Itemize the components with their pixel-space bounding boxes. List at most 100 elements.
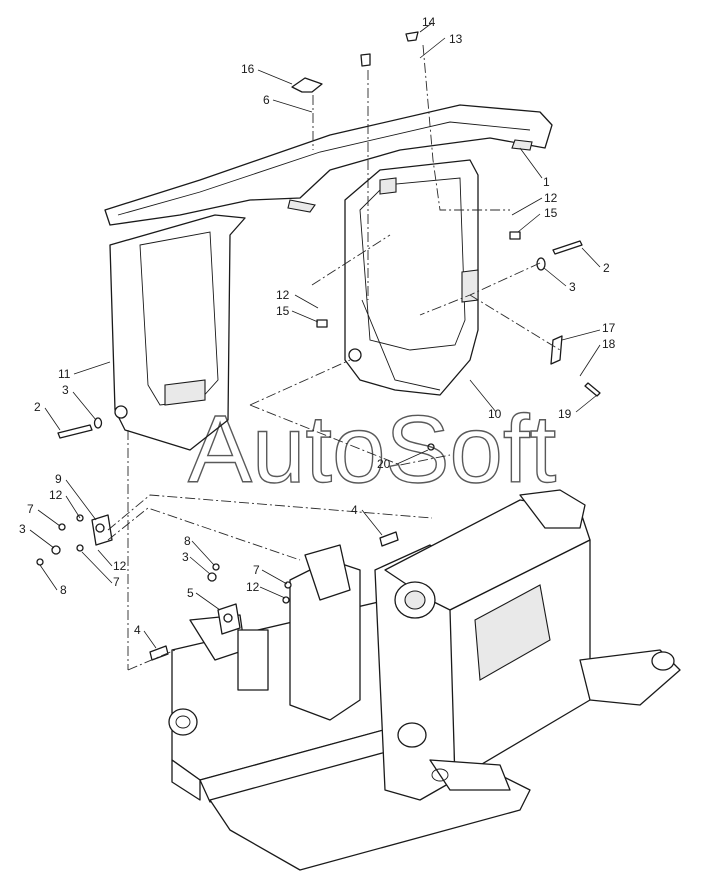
hood-top-outer [104,104,553,226]
callout-leaders [29,22,601,649]
hood-top-crease [117,121,531,216]
clip-15-left [316,319,328,328]
leader-9 [65,479,97,521]
callout-4-lower: 4 [134,623,141,637]
callout-11: 11 [58,367,71,381]
frame-rail-end [171,759,201,801]
dash-line-b [422,44,510,211]
bolt-2-left [57,424,93,439]
leader-6 [272,99,313,113]
box-beam-window [474,584,551,681]
bolt-8-b [212,563,220,571]
frame-right-eye [651,651,675,671]
callout-18: 18 [602,337,616,351]
frame-eye [168,708,198,736]
clip-15-right [509,231,521,240]
frame-front-lug-hole [431,768,449,782]
callout-20: 20 [377,457,391,471]
dash-line-k [107,507,301,561]
callout-13: 13 [449,32,463,46]
callout-12-a: 12 [49,488,63,502]
leader-12-r [511,197,543,216]
right-door-hinge-tab [379,177,397,195]
callout-12-right: 12 [544,191,558,205]
leader-15-r [517,213,541,233]
leader-14 [419,22,433,33]
leader-3-c [189,556,211,575]
hinge-9-pin [95,523,105,533]
frame-lower-pivot [397,722,427,748]
screw-7-c [284,581,292,589]
callout-1: 1 [543,175,550,189]
hinge-plate-lower [237,629,269,691]
leader-17 [561,329,601,341]
leader-18 [579,344,601,377]
callout-9: 9 [55,472,62,486]
hood-top-tab [287,199,316,213]
callout-12-c: 12 [113,559,127,573]
side-door-right [344,159,479,396]
side-door-left [109,214,246,451]
leader-19 [575,394,598,413]
leader-2-r [581,247,601,268]
leader-15-l [291,310,319,323]
right-door-strut [361,299,441,391]
leader-4-u [361,509,383,536]
callout-7-a: 7 [27,502,34,516]
leader-5 [195,592,221,611]
washer-3-left [93,417,103,429]
callout-5: 5 [187,586,194,600]
screw-14 [405,31,419,42]
callout-8-a: 8 [60,583,67,597]
assembly-centerlines [107,44,561,671]
left-door-grommet [114,405,128,419]
leader-12-c [97,549,113,567]
callout-6: 6 [263,93,270,107]
callout-3-left: 3 [62,383,69,397]
screw-7-b [76,544,84,552]
callout-2-right: 2 [603,261,610,275]
dash-line-f [469,294,561,351]
leader-20 [396,449,429,465]
leader-11 [73,361,111,375]
callout-7-c: 7 [253,563,260,577]
leader-3-b [29,529,55,549]
frame-top-bracket [519,489,586,529]
pin-4-upper [379,531,399,547]
leader-7-a [37,509,61,527]
callout-4-upper: 4 [351,503,358,517]
callout-8-b: 8 [184,534,191,548]
leader-3-r [543,267,567,287]
latch-17 [550,335,563,365]
watermark: AutoSoft [188,396,556,503]
dash-line-g [249,359,351,406]
hood-top-panel [104,104,553,226]
leader-13 [419,37,446,59]
frame-pivot-bore [404,590,426,610]
hood-top-tab-right [511,139,533,151]
leader-10 [469,379,497,413]
leader-4-l [143,630,157,649]
leader-2-l [44,407,61,431]
leader-3-l [72,391,97,421]
callout-12-left: 12 [276,288,290,302]
leader-8-b [191,540,215,566]
left-door-handle-pocket [164,379,206,406]
screw-upper [360,53,371,67]
callout-15-left: 15 [276,304,290,318]
leader-1 [519,147,543,179]
callout-14: 14 [422,15,436,29]
knob-16 [291,77,323,93]
pin-19 [584,382,601,397]
callout-19: 19 [558,407,572,421]
callout-17: 17 [602,321,616,335]
dash-line-j [107,494,433,531]
right-door-outer [344,159,479,396]
bolt-8-a [36,558,44,566]
right-door-inner-recess [359,177,466,351]
callout-12-d: 12 [246,580,260,594]
callout-3-b: 3 [19,522,26,536]
bolt-2-right [552,240,583,255]
